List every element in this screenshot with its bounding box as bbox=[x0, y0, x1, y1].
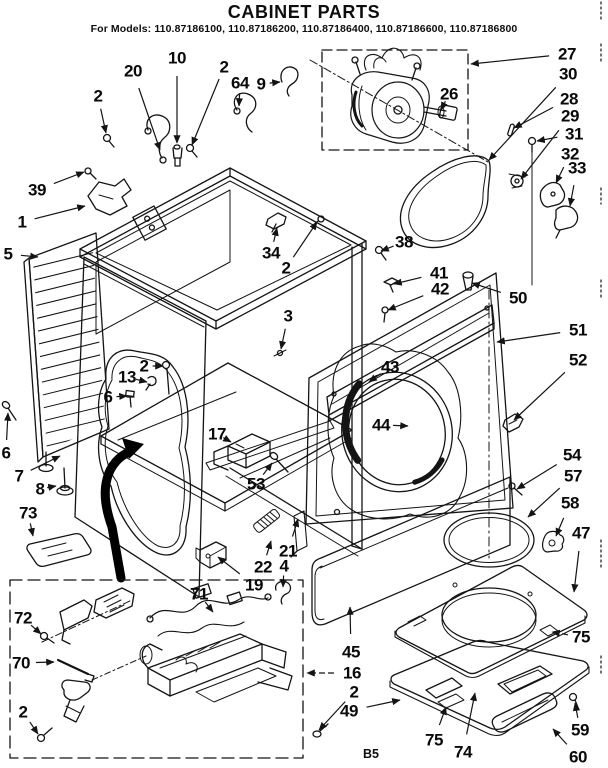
terminal-block bbox=[132, 205, 167, 241]
leveling-parts bbox=[1, 400, 74, 496]
cabinet-frame bbox=[79, 167, 367, 557]
idler-and-brackets bbox=[507, 123, 579, 286]
page-title: CABINET PARTS bbox=[227, 2, 381, 22]
door-spring-parts bbox=[26, 509, 308, 605]
models-line: For Models: 110.87186100, 110.87186200, … bbox=[0, 23, 608, 35]
models-list: 110.87186100, 110.87186200, 110.87186400… bbox=[154, 23, 518, 35]
drive-belt bbox=[399, 155, 491, 249]
page-code: B5 bbox=[363, 747, 379, 761]
toe-panel bbox=[311, 476, 511, 626]
ring-seal bbox=[443, 512, 565, 568]
motor-assembly bbox=[309, 47, 489, 163]
rear-vent-panel bbox=[23, 232, 110, 473]
side-panel bbox=[74, 256, 207, 598]
lower-base-panel bbox=[312, 639, 590, 738]
models-prefix: For Models: bbox=[90, 23, 152, 35]
heater-assembly bbox=[205, 349, 335, 473]
burner-assembly-box bbox=[9, 579, 304, 759]
front-panel bbox=[305, 245, 524, 559]
pointer-arrow bbox=[100, 438, 144, 583]
